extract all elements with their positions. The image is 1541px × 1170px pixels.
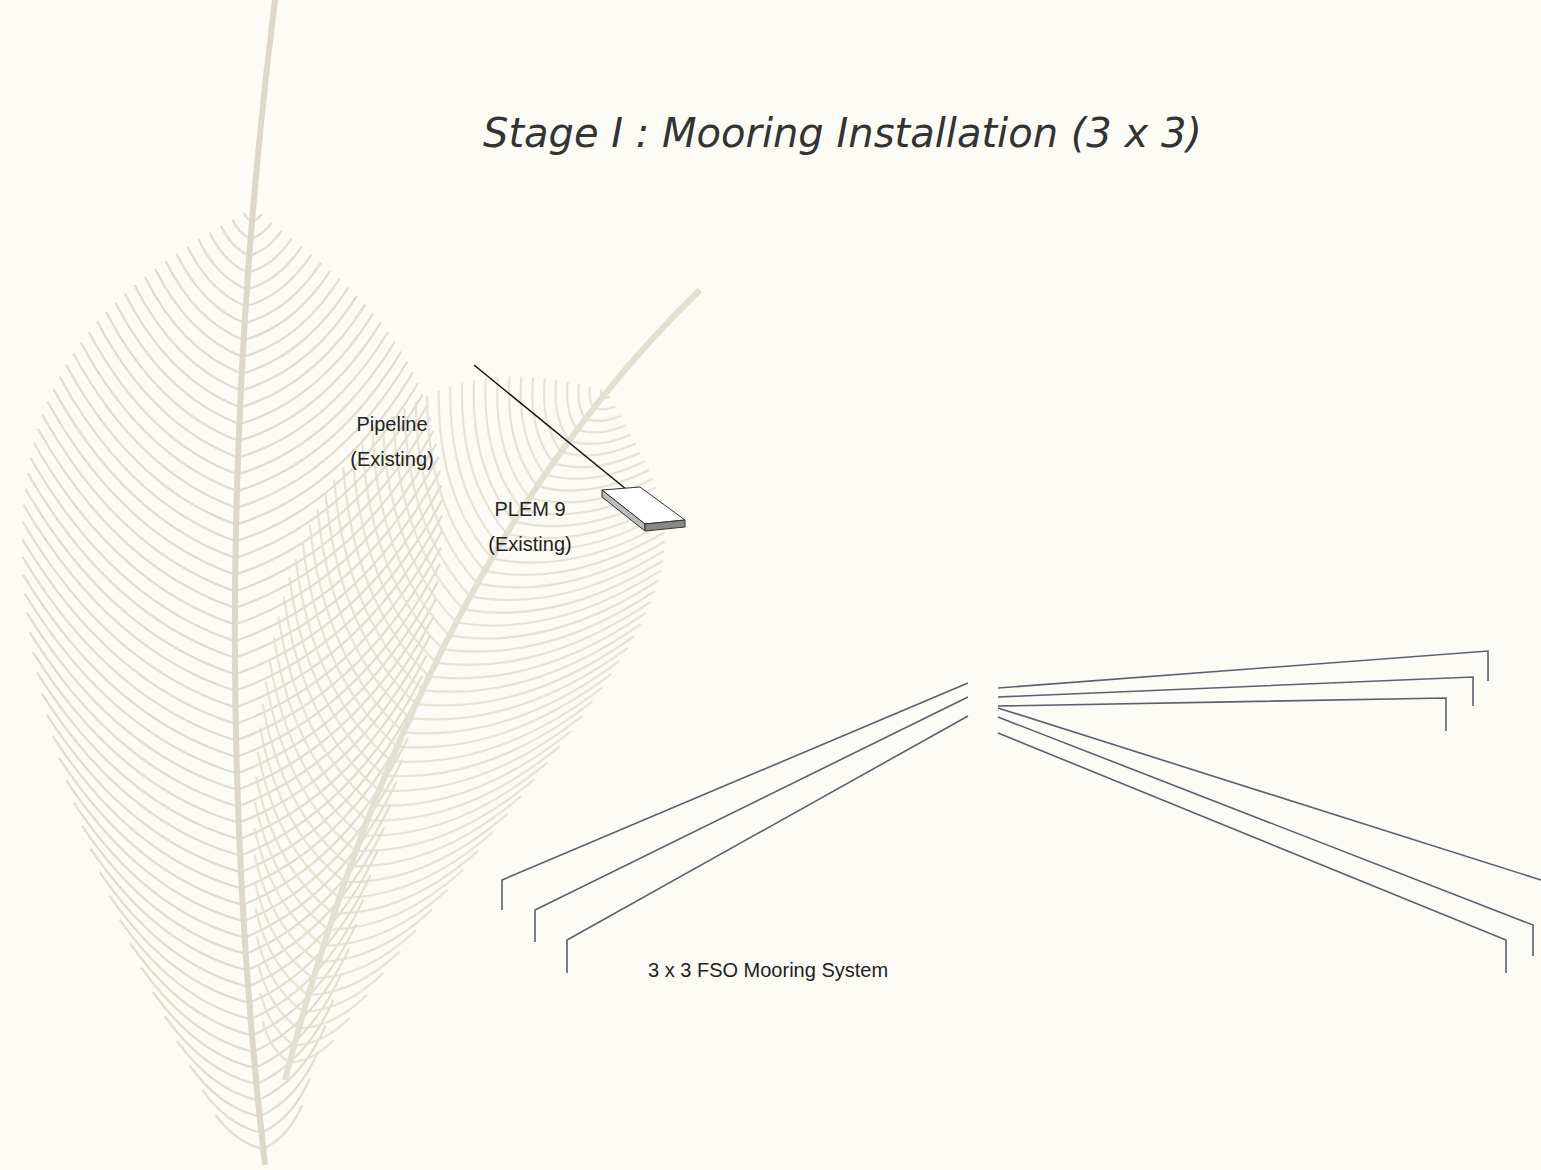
plem-box	[602, 487, 685, 531]
diagram-title: Stage I : Mooring Installation (3 x 3)	[483, 110, 1202, 156]
pipeline-line	[474, 365, 632, 494]
feather-decoration	[22, 0, 700, 1165]
mooring-lines	[502, 651, 1541, 973]
mooring-system-label: 3 x 3 FSO Mooring System	[648, 953, 888, 988]
pipeline-label: Pipeline (Existing)	[336, 407, 448, 477]
plem-label: PLEM 9 (Existing)	[468, 492, 592, 562]
